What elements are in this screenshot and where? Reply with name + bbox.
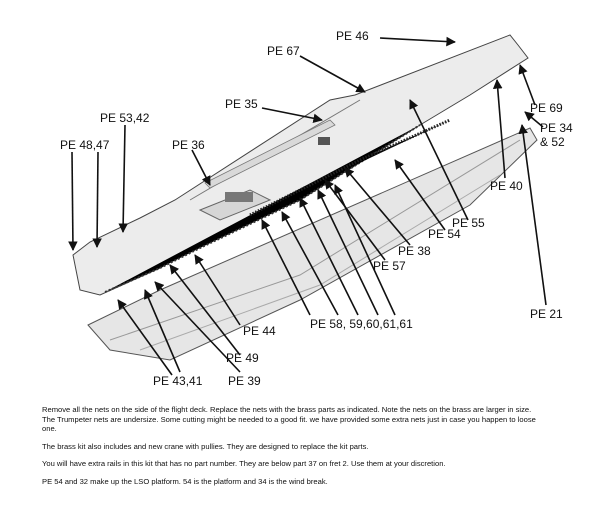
callout-pe69: PE 69 <box>530 101 563 115</box>
callout-pe40: PE 40 <box>490 179 523 193</box>
callout-pe36: PE 36 <box>172 138 205 152</box>
callout-pe43-41: PE 43,41 <box>153 374 203 388</box>
callout-pe44: PE 44 <box>243 324 276 338</box>
callout-pe49: PE 49 <box>226 351 259 365</box>
callout-pe39: PE 39 <box>228 374 261 388</box>
ship-hull <box>87 127 538 361</box>
callout-pe21: PE 21 <box>530 307 563 321</box>
callout-pe58-61: PE 58, 59,60,61,61 <box>310 317 413 331</box>
callout-pe52: & 52 <box>540 135 565 149</box>
instruction-notes: Remove all the nets on the side of the f… <box>42 405 542 495</box>
callout-pe54: PE 54 <box>428 227 461 241</box>
callout-pe48-47: PE 48,47 <box>60 138 110 152</box>
flight-deck-diagram: PE 46 PE 67 PE 69 PE 34 & 52 PE 35 PE 53… <box>60 29 573 388</box>
callout-pe34: PE 34 <box>540 121 573 135</box>
callout-pe67: PE 67 <box>267 44 300 58</box>
leader-lines <box>68 36 547 376</box>
note-lso-platform: PE 54 and 32 make up the LSO platform. 5… <box>42 476 328 486</box>
note-nets: Remove all the nets on the side of the f… <box>42 405 536 434</box>
callout-pe38: PE 38 <box>398 244 431 258</box>
callout-pe55: PE 55 <box>452 216 485 230</box>
note-crane: The brass kit also includes and new cran… <box>42 441 369 451</box>
callout-pe57: PE 57 <box>373 259 406 273</box>
note-rails: You will have extra rails in this kit th… <box>42 459 446 469</box>
callout-labels: PE 46 PE 67 PE 69 PE 34 & 52 PE 35 PE 53… <box>60 29 573 388</box>
callout-pe46: PE 46 <box>336 29 369 43</box>
callout-pe53-42: PE 53,42 <box>100 111 150 125</box>
callout-pe35: PE 35 <box>225 97 258 111</box>
